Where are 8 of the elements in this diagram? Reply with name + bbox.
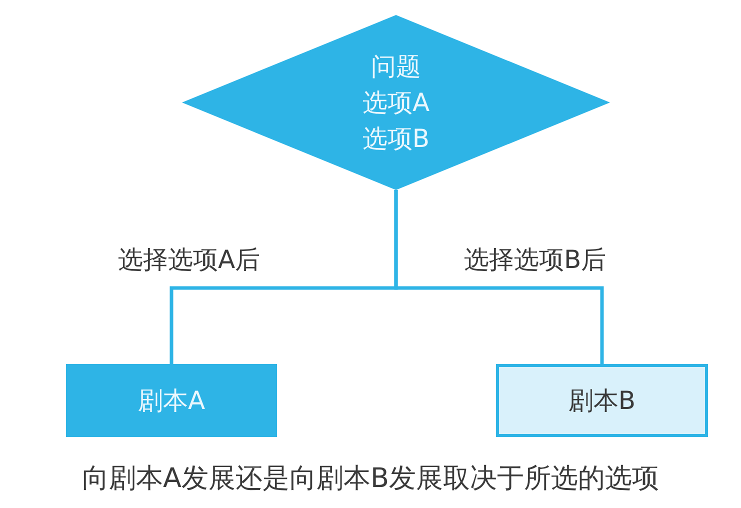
process-box: 剧本A (66, 364, 277, 437)
decision-diamond (182, 15, 610, 190)
diamond-text: 选项B (362, 122, 430, 154)
caption: 向剧本A发展还是向剧本B发展取决于所选的选项 (81, 462, 660, 496)
diamond-text: 问题 (371, 50, 421, 82)
connector-line (394, 190, 604, 364)
process-box: 剧本B (496, 364, 708, 437)
diamond-text: 选项A (362, 86, 430, 118)
